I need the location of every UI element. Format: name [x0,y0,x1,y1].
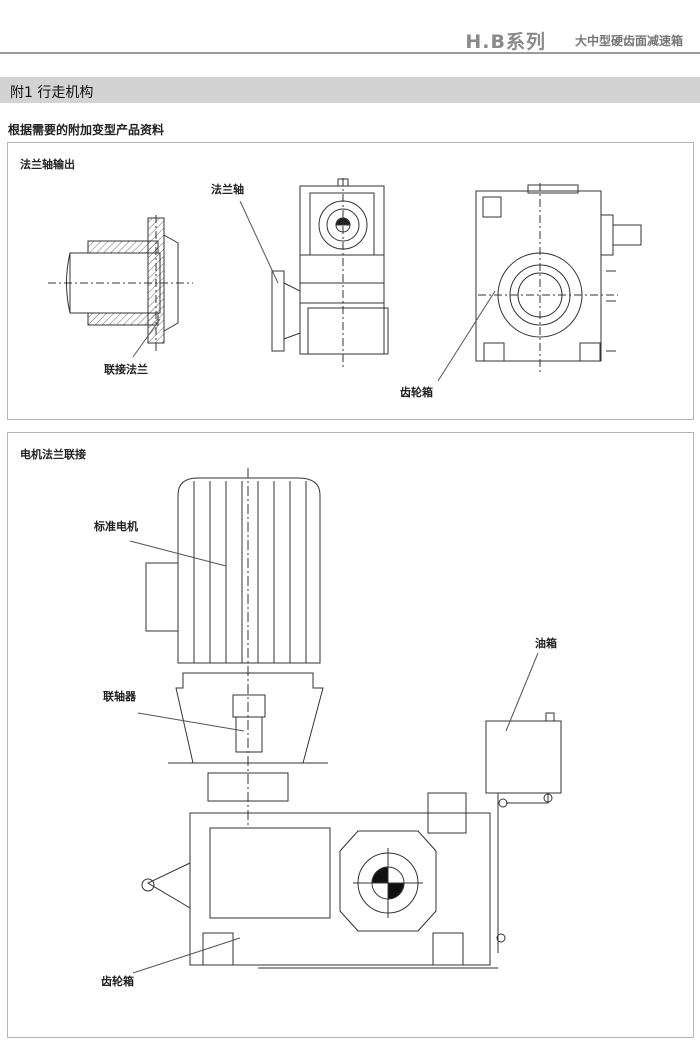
panel2-title: 电机法兰联接 [20,448,86,461]
section-title: 附1 行走机构 [10,85,94,101]
page-header: H.B系列 大中型硬齿面减速箱 [0,0,700,54]
gearbox-side-view [437,183,642,382]
label-gearbox-top: 齿轮箱 [400,386,433,399]
drawing-flange-shaft [48,178,642,382]
label-gearbox-bottom: 齿轮箱 [101,975,134,988]
oil-tank-drawing [485,652,562,953]
gearbox-drawing [132,792,498,974]
section-band: 附1 行走机构 [0,77,700,103]
label-flange-shaft: 法兰轴 [211,183,244,196]
label-coupling-flange: 联接法兰 [104,363,148,376]
label-coupling: 联轴器 [103,690,136,703]
drawing-motor-assembly [129,468,562,974]
panel1-title: 法兰轴输出 [20,158,75,171]
header-rule [0,52,700,54]
coupling-housing [137,672,328,802]
gearbox-front-view [239,178,389,368]
panel-flange-shaft-output: 法兰轴输出 法兰轴 联接法兰 齿轮箱 [7,142,694,420]
flange-section-view [48,215,193,353]
label-oil-tank: 油箱 [535,637,557,650]
intro-text: 根据需要的附加变型产品资料 [8,123,165,137]
series-title: H.B系列 [465,31,546,53]
motor-drawing [129,468,321,828]
panel-motor-flange-connection: 电机法兰联接 标准电机 联轴器 油箱 齿轮箱 [7,432,694,1038]
label-motor: 标准电机 [94,520,138,533]
series-subtitle: 大中型硬齿面减速箱 [574,34,683,48]
